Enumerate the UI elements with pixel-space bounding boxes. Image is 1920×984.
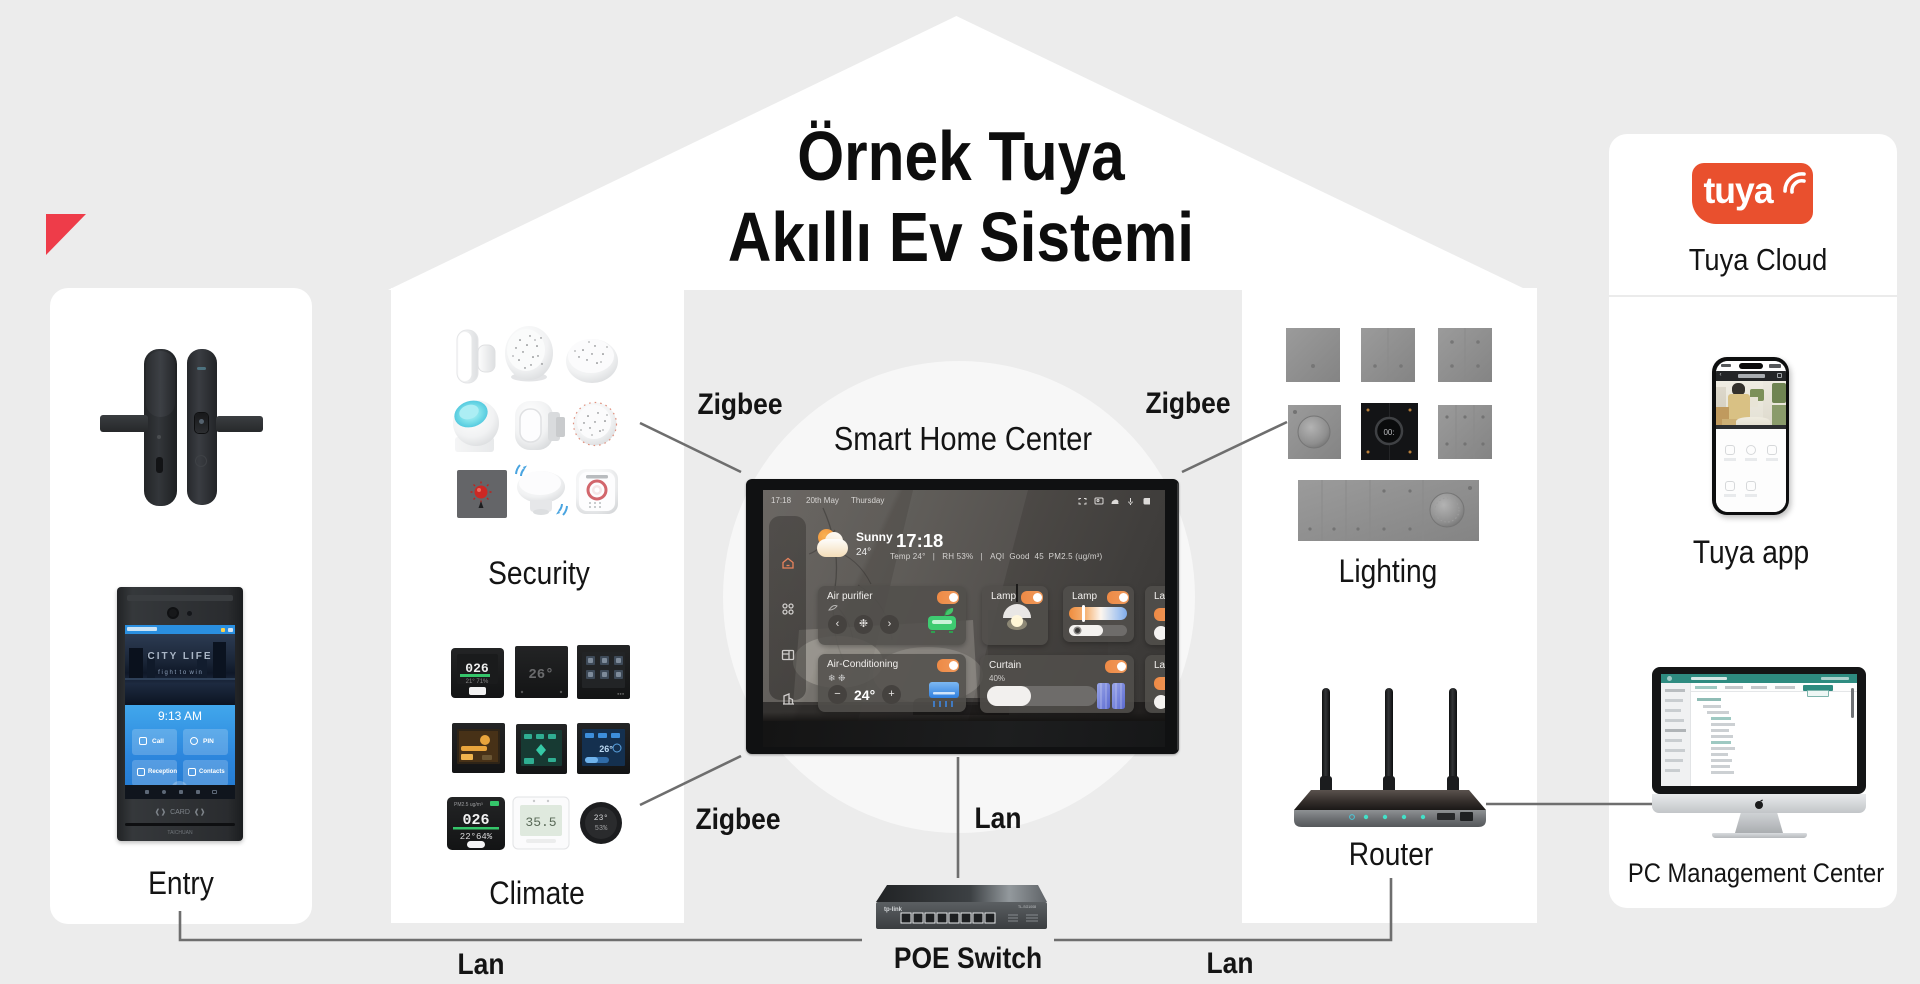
svg-text:00:: 00: bbox=[1383, 428, 1394, 437]
svg-text:21° 71%: 21° 71% bbox=[466, 679, 489, 685]
svg-text:PM2.5 ug/m³: PM2.5 ug/m³ bbox=[454, 802, 483, 808]
svg-text:35.5: 35.5 bbox=[525, 815, 556, 830]
svg-text:22°64%: 22°64% bbox=[460, 832, 493, 842]
svg-text:026: 026 bbox=[462, 812, 489, 829]
svg-text:026: 026 bbox=[465, 661, 489, 676]
svg-text:TL-SG1008: TL-SG1008 bbox=[1018, 905, 1036, 909]
svg-text:26°: 26° bbox=[599, 744, 613, 754]
svg-text:23°: 23° bbox=[594, 814, 608, 823]
svg-text:26°: 26° bbox=[528, 667, 553, 683]
svg-text:●●●: ●●● bbox=[617, 691, 625, 696]
svg-text:tp-link: tp-link bbox=[884, 907, 903, 913]
svg-text:53%: 53% bbox=[595, 825, 608, 833]
